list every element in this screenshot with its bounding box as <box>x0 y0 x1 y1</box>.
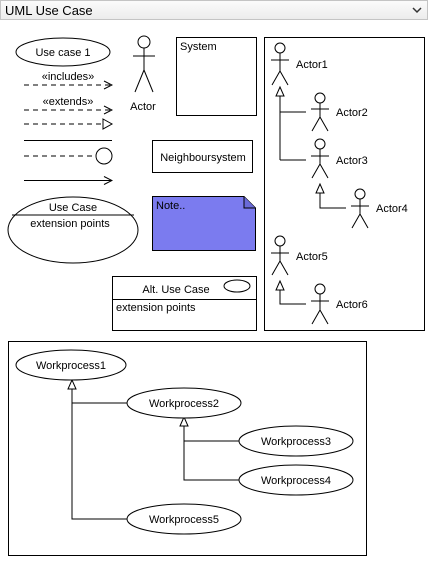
palette-title: UML Use Case <box>5 3 93 18</box>
uml-palette-canvas[interactable]: Use case 1 Actor System «includes» «exte… <box>0 20 428 572</box>
actor-label: Actor1 <box>296 59 328 71</box>
system-shape[interactable]: System <box>176 37 257 116</box>
extension-use-case-title: Use Case <box>49 202 97 214</box>
actor-label: Actor5 <box>296 251 328 263</box>
workprocess-node[interactable]: Workprocess3 <box>238 425 354 457</box>
actor-figure[interactable]: Actor5 <box>271 235 328 276</box>
chevron-down-icon[interactable] <box>411 4 423 16</box>
actor-hierarchy-panel[interactable] <box>264 37 425 331</box>
workprocess-label: Workprocess1 <box>36 360 106 372</box>
interface-connector[interactable] <box>24 147 113 165</box>
use-case-ellipse-icon <box>223 279 251 293</box>
workprocess-label: Workprocess4 <box>261 475 331 487</box>
actor-figure[interactable]: Actor2 <box>311 92 368 132</box>
workprocess-node[interactable]: Workprocess5 <box>126 503 242 535</box>
actor-figure[interactable]: Actor3 <box>311 138 368 179</box>
alt-use-case-points: extension points <box>116 302 196 314</box>
actor-label: Actor2 <box>336 107 368 119</box>
palette-header[interactable]: UML Use Case <box>0 0 428 20</box>
workprocess-node[interactable]: Workprocess2 <box>126 387 242 419</box>
actor-figure[interactable]: Actor1 <box>271 42 328 86</box>
workprocess-label: Workprocess5 <box>149 514 219 526</box>
actor-figure[interactable]: Actor6 <box>311 283 368 325</box>
extension-use-case-points: extension points <box>30 218 110 230</box>
actor-figure[interactable]: Actor4 <box>351 188 408 229</box>
extends-connector[interactable]: «extends» <box>24 96 112 110</box>
actor-label: Actor <box>130 101 156 113</box>
alt-use-case-shape[interactable]: Alt. Use Case extension points <box>112 276 257 331</box>
alt-use-case-title: Alt. Use Case <box>142 284 209 296</box>
system-label: System <box>180 41 217 53</box>
actor-label: Actor6 <box>336 299 368 311</box>
neighbour-system-label: Neighboursystem <box>160 152 246 164</box>
workprocess-label: Workprocess2 <box>149 398 219 410</box>
actor-label: Actor3 <box>336 155 368 167</box>
includes-connector[interactable]: «includes» <box>24 71 112 85</box>
note-shape[interactable]: Note.. <box>152 196 256 251</box>
use-case-shape[interactable]: Use case 1 <box>15 37 111 67</box>
includes-label: «includes» <box>42 71 95 83</box>
use-case-label: Use case 1 <box>35 47 90 59</box>
note-label: Note.. <box>156 200 185 212</box>
actor-shape[interactable]: Actor <box>130 35 156 113</box>
actor-label: Actor4 <box>376 203 408 215</box>
workprocess-node[interactable]: Workprocess1 <box>15 349 127 381</box>
neighbour-system-shape[interactable]: Neighboursystem <box>152 140 253 173</box>
extends-label: «extends» <box>43 96 94 108</box>
workprocess-node[interactable]: Workprocess4 <box>238 464 354 496</box>
workprocess-label: Workprocess3 <box>261 436 331 448</box>
extension-use-case-shape[interactable]: Use Case extension points <box>7 196 139 264</box>
